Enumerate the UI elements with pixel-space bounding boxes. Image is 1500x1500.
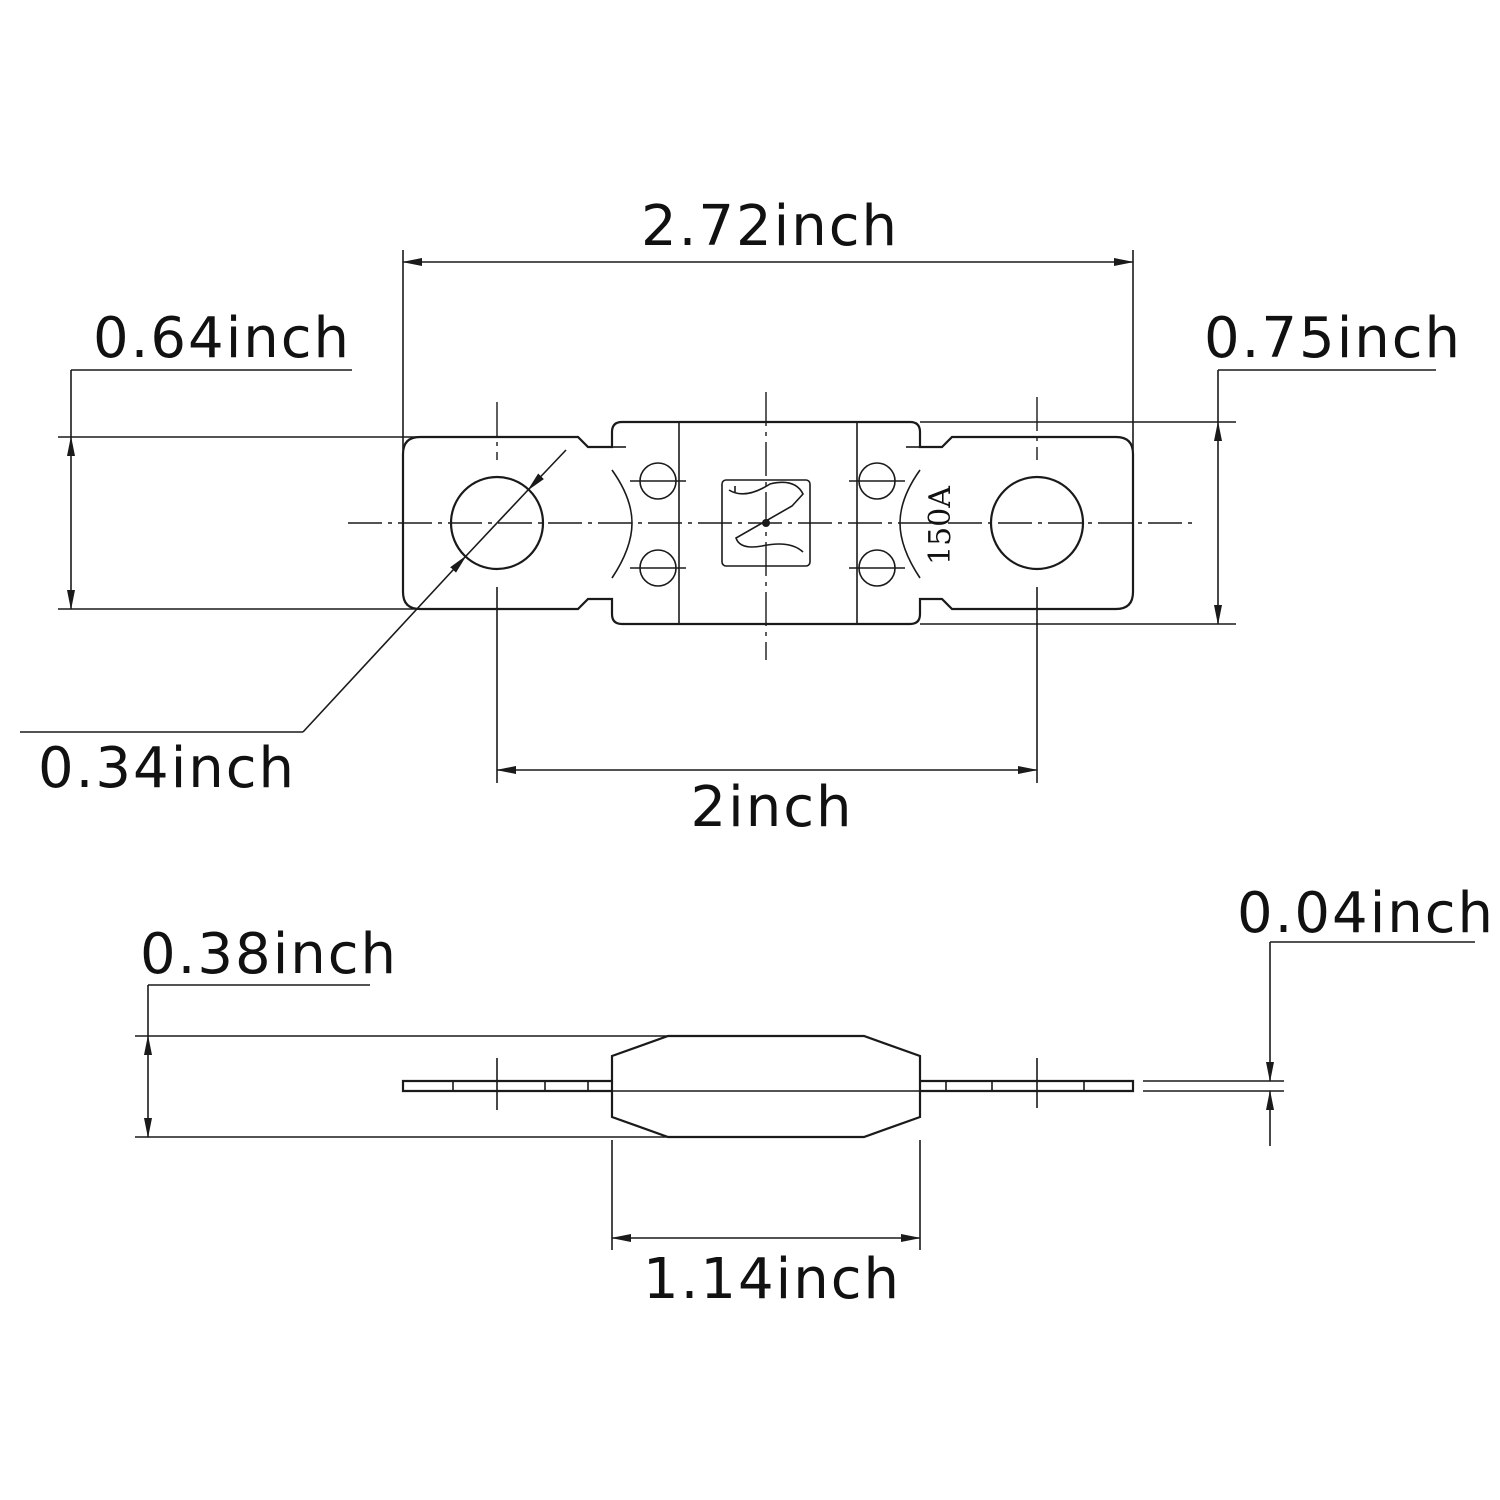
dimension-hole-diameter-label: 0.34inch — [38, 736, 296, 801]
dimension-hole-spacing: 2inch — [496, 587, 1038, 840]
dimension-body-width: 0.75inch — [920, 306, 1462, 625]
body-notch-right — [899, 469, 921, 579]
rivet-top-left — [630, 462, 686, 500]
dimension-terminal-thickness: 0.04inch — [1143, 881, 1495, 1146]
dimension-body-length: 1.14inch — [611, 1140, 921, 1312]
dimension-overall-length: 2.72inch — [402, 194, 1134, 450]
top-view: 150A 2.72inch 0.64inch — [20, 194, 1462, 840]
dimension-terminal-width: 0.64inch — [58, 306, 420, 610]
dimension-body-thickness-label: 0.38inch — [140, 922, 398, 987]
dimension-hole-diameter: 0.34inch — [20, 449, 567, 801]
side-view: 0.38inch 0.04inch 1.14inch — [135, 881, 1495, 1312]
body-notch-left — [611, 469, 633, 579]
rivet-bottom-left — [630, 549, 686, 587]
dimension-terminal-thickness-label: 0.04inch — [1237, 881, 1495, 946]
dimension-terminal-width-label: 0.64inch — [93, 306, 351, 371]
rating-label: 150A — [923, 486, 958, 565]
dimension-body-width-label: 0.75inch — [1204, 306, 1462, 371]
fuse-outline — [401, 420, 1135, 626]
side-body — [610, 1034, 922, 1139]
rivet-bottom-right — [849, 549, 905, 587]
side-terminal-strip — [401, 1079, 1135, 1093]
dimension-overall-length-label: 2.72inch — [641, 194, 899, 259]
side-terminal-segments — [452, 1081, 1085, 1091]
rivet-top-right — [849, 462, 905, 500]
dimension-body-length-label: 1.14inch — [643, 1247, 901, 1312]
dimension-hole-spacing-label: 2inch — [691, 775, 854, 840]
dimension-body-thickness: 0.38inch — [135, 922, 668, 1138]
